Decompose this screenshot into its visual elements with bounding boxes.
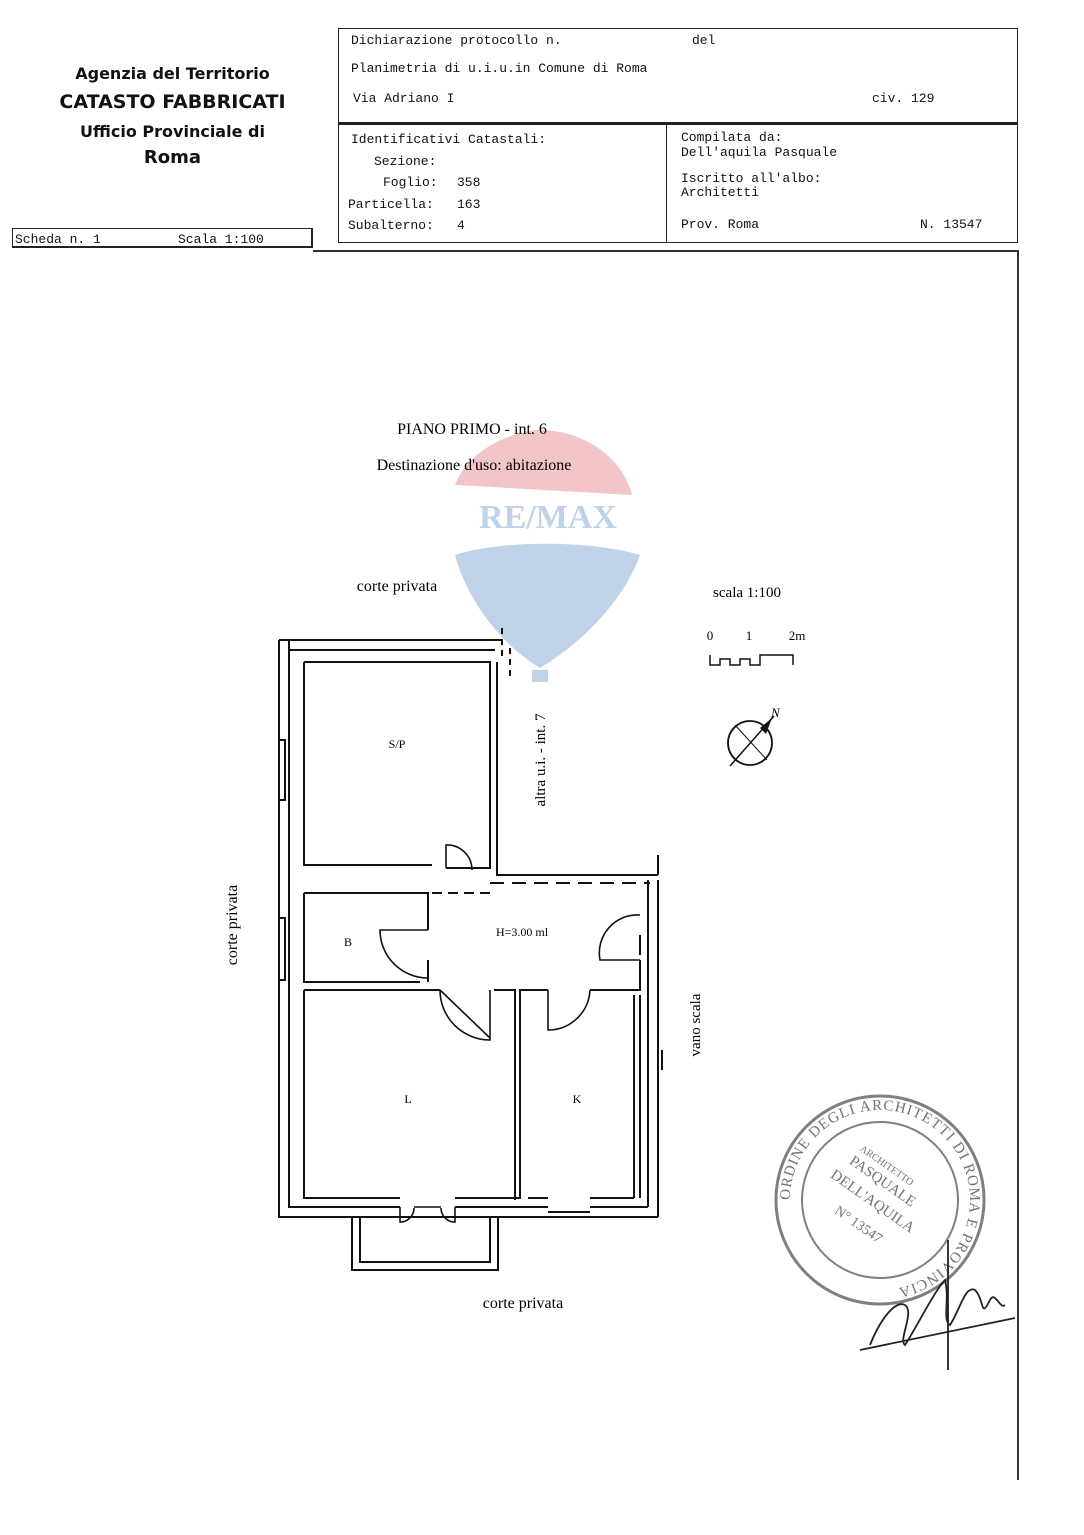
province: Prov. Roma bbox=[681, 217, 760, 232]
doors bbox=[379, 844, 641, 1223]
remax-balloon-top bbox=[455, 430, 632, 495]
remax-balloon-bottom bbox=[455, 543, 640, 668]
foglio-label: Foglio: bbox=[383, 175, 438, 190]
scheda-box bbox=[12, 228, 313, 248]
floor-title: PIANO PRIMO - int. 6 bbox=[397, 421, 547, 438]
signature bbox=[859, 1240, 1016, 1370]
room-l-label: L bbox=[404, 1092, 411, 1106]
corte-left-label: corte privata bbox=[224, 885, 241, 965]
albo-value: Architetti bbox=[681, 185, 760, 200]
walls bbox=[278, 628, 663, 1271]
corte-bottom-label: corte privata bbox=[483, 1295, 563, 1312]
remax-text: RE/MAX bbox=[479, 499, 617, 536]
drawing-frame bbox=[313, 250, 1019, 1480]
ufficio-label: Ufficio Provinciale di bbox=[80, 122, 265, 141]
scale-tick-1: 1 bbox=[746, 628, 753, 643]
room-b-label: B bbox=[344, 935, 352, 949]
planimetria-label: Planimetria di u.i.u.in Comune di Roma bbox=[351, 61, 648, 76]
city-label: Roma bbox=[143, 147, 202, 168]
scheda-number: Scheda n. 1 bbox=[15, 232, 101, 247]
subalterno-label: Subalterno: bbox=[348, 218, 434, 233]
door-balcony bbox=[399, 1206, 456, 1223]
scale-tick-2: 2m bbox=[789, 628, 806, 643]
subalterno-value: 4 bbox=[457, 218, 465, 233]
scale-label: scala 1:100 bbox=[713, 585, 781, 601]
address-street: Via Adriano I bbox=[353, 91, 455, 106]
header-top-box bbox=[338, 28, 1018, 123]
room-k-label: K bbox=[573, 1092, 582, 1106]
north-arrow-icon: N bbox=[727, 705, 781, 767]
del-label: del bbox=[692, 33, 716, 48]
scale-bar bbox=[709, 654, 794, 666]
albo-label: Iscritto all'albo: bbox=[681, 171, 822, 186]
corte-top-label: corte privata bbox=[357, 578, 437, 595]
remax-basket bbox=[532, 670, 548, 682]
north-label: N bbox=[770, 705, 781, 720]
compilata-value: Dell'aquila Pasquale bbox=[681, 145, 838, 160]
door-l bbox=[439, 989, 491, 1041]
remax-watermark: RE/MAX bbox=[455, 430, 640, 682]
address-civic: civ. 129 bbox=[872, 91, 935, 106]
catasto-title: CATASTO FABBRICATI bbox=[59, 91, 286, 113]
door-entry bbox=[598, 914, 641, 961]
door-sp bbox=[445, 844, 473, 871]
room-sp-label: S/P bbox=[389, 737, 406, 751]
compilata-label: Compilata da: bbox=[681, 130, 783, 145]
registration-number: N. 13547 bbox=[920, 217, 983, 232]
ceiling-height: H=3.00 ml bbox=[496, 925, 549, 939]
scale-tick-0: 0 bbox=[707, 628, 714, 643]
foglio-value: 358 bbox=[457, 175, 481, 190]
destinazione-label: Destinazione d'uso: abitazione bbox=[377, 457, 572, 474]
vano-scala-label: vano scala bbox=[688, 993, 704, 1056]
header-divider bbox=[666, 124, 667, 242]
door-b bbox=[379, 929, 429, 979]
identificativi-title: Identificativi Catastali: bbox=[351, 132, 547, 147]
identificativi-box bbox=[338, 123, 1018, 243]
altra-ui-label: altra u.i. - int. 7 bbox=[533, 713, 549, 806]
particella-value: 163 bbox=[457, 197, 481, 212]
dichiarazione-label: Dichiarazione protocollo n. bbox=[351, 33, 562, 48]
scheda-scale: Scala 1:100 bbox=[178, 232, 264, 247]
particella-label: Particella: bbox=[348, 197, 434, 212]
agency-name: Agenzia del Territorio bbox=[75, 64, 270, 83]
architect-stamp: ORDINE DEGLI ARCHITETTI DI ROMA E PROVIN… bbox=[774, 1094, 986, 1306]
door-k bbox=[547, 989, 591, 1031]
sezione-label: Sezione: bbox=[374, 154, 437, 169]
